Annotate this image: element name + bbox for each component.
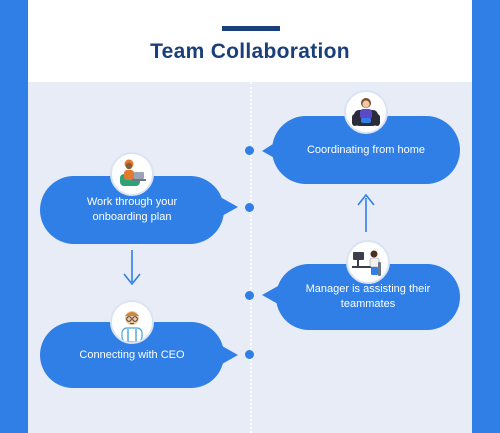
step-label: Coordinating from home (306, 143, 425, 156)
bubble-tail (222, 198, 238, 216)
step-label: Work through your onboarding plan (86, 196, 178, 223)
person-at-desk-icon (346, 240, 390, 284)
person-with-glasses-icon (110, 300, 154, 344)
left-border (0, 0, 28, 433)
center-timeline (250, 82, 252, 433)
arrow-down-icon (123, 250, 141, 286)
bubble-tail (222, 346, 238, 364)
step-label: Connecting with CEO (79, 348, 185, 361)
timeline-dot (245, 203, 254, 212)
step-label: Manager is assisting their teammates (305, 283, 431, 310)
timeline-dot (245, 291, 254, 300)
title-accent-bar (222, 26, 280, 31)
page-title: Team Collaboration (150, 40, 350, 63)
timeline-dot (245, 350, 254, 359)
arrow-up-icon (357, 193, 375, 232)
timeline-dot (245, 146, 254, 155)
bubble-tail (262, 286, 278, 304)
person-in-armchair-icon (344, 90, 388, 134)
person-with-laptop-icon (110, 152, 154, 196)
right-border (472, 0, 500, 433)
